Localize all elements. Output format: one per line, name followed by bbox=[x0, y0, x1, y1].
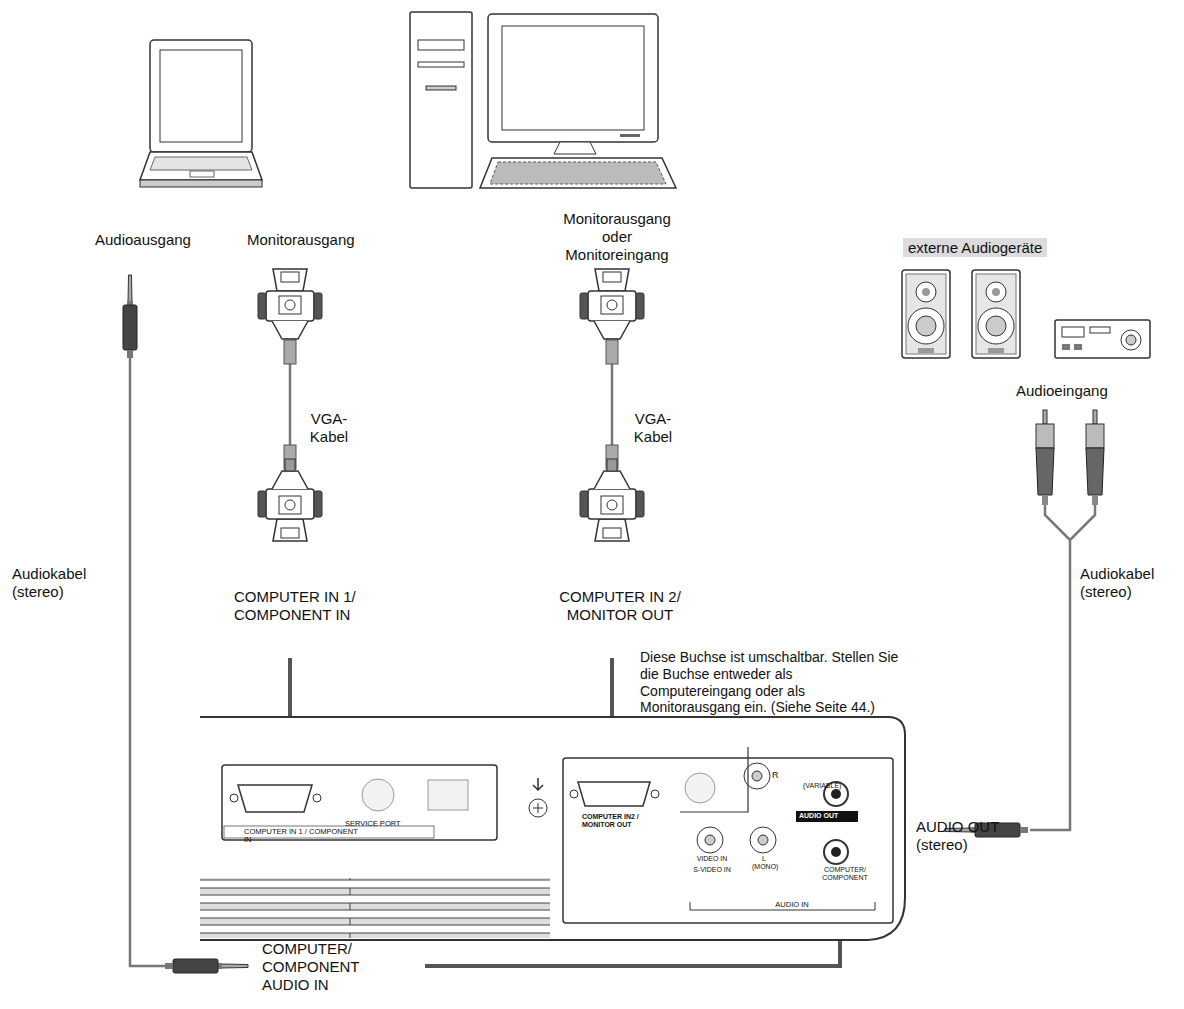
connection-label: VGA- Kabel bbox=[303, 410, 355, 446]
speaker-icon bbox=[902, 270, 1150, 358]
device-group-box: externe Audiogeräte bbox=[903, 238, 1047, 257]
connection-label: COMPUTER/ COMPONENT AUDIO IN bbox=[262, 940, 382, 994]
connection-label: COMPUTER IN 2/ MONITOR OUT bbox=[545, 588, 695, 624]
panel-marking: VIDEO IN bbox=[690, 855, 734, 863]
connection-label: Monitorausgang oder Monitoreingang bbox=[556, 210, 678, 264]
connection-label: COMPUTER IN 1/ COMPONENT IN bbox=[234, 588, 399, 624]
connection-label: Diese Buchse ist umschaltbar. Stellen Si… bbox=[640, 649, 902, 716]
group-title: externe Audiogeräte bbox=[908, 239, 1042, 256]
connection-label: AUDIO OUT (stereo) bbox=[916, 818, 1021, 854]
connection-label: Audiokabel (stereo) bbox=[12, 565, 112, 601]
projector-panel bbox=[200, 717, 905, 940]
vga-cable bbox=[580, 269, 644, 541]
panel-marking: AUDIO OUT bbox=[799, 812, 859, 820]
connection-label: Audioausgang bbox=[95, 231, 191, 249]
connection-label: Audioeingang bbox=[1016, 382, 1108, 400]
laptop-icon bbox=[140, 40, 262, 187]
panel-marking: S-VIDEO IN bbox=[686, 866, 738, 874]
connection-label: Audiokabel (stereo) bbox=[1080, 565, 1180, 601]
panel-marking: AUDIO IN bbox=[760, 901, 824, 909]
connection-label: Monitorausgang bbox=[247, 231, 355, 249]
panel-marking: SERVICE PORT bbox=[345, 820, 415, 828]
panel-marking: COMPUTER IN2 / MONITOR OUT bbox=[582, 813, 660, 828]
panel-marking: R bbox=[772, 770, 786, 781]
rca-audio-cable bbox=[945, 410, 1104, 837]
panel-marking: (VARIABLE) bbox=[803, 782, 863, 790]
connection-label: VGA- Kabel bbox=[627, 410, 679, 446]
vga-cable bbox=[258, 269, 322, 541]
desktop-computer-icon bbox=[410, 12, 676, 188]
panel-marking: COMPUTER IN 1 / COMPONENT IN bbox=[244, 828, 364, 845]
panel-marking: COMPUTER/ COMPONENT bbox=[810, 866, 880, 881]
panel-marking: L (MONO) bbox=[752, 855, 776, 870]
